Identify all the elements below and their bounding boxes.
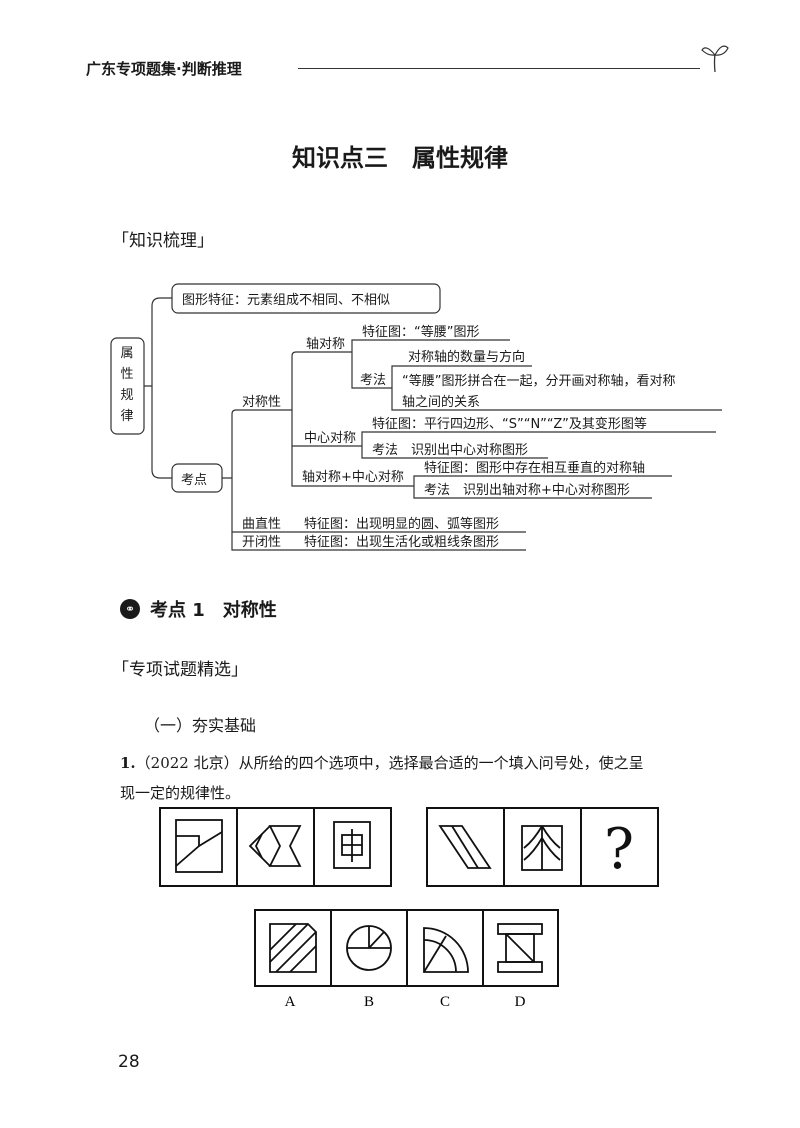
curve-feature: 特征图：出现明显的圆、弧等图形 <box>304 516 499 532</box>
option-b-label[interactable]: B <box>364 994 374 1010</box>
option-d-figure <box>497 923 543 973</box>
topic-heading: ⚭ 考点 1 对称性 <box>120 596 277 622</box>
running-header: 广东专项题集·判断推理 <box>86 60 242 78</box>
open-label: 开闭性 <box>242 535 281 550</box>
option-a-figure <box>269 923 317 973</box>
center-label: 中心对称 <box>304 431 356 446</box>
question-number: 1. <box>120 754 136 772</box>
bracket-open: 「 <box>112 231 129 251</box>
question-frame-2 <box>426 807 659 887</box>
axis-method: 考法 <box>360 373 386 388</box>
axis-method-item2-line1: “等腰”图形拼合在一起，分开画对称轴，看对称 <box>402 373 675 389</box>
open-feature: 特征图：出现生活化或粗线条图形 <box>304 534 499 550</box>
link-icon: ⚭ <box>120 599 140 619</box>
question-line1: （2022 北京）从所给的四个选项中，选择最合适的一个填入问号处，使之呈 <box>135 754 644 772</box>
page-title: 知识点三 属性规律 <box>292 144 508 172</box>
option-a-label[interactable]: A <box>285 994 296 1010</box>
option-b-figure <box>346 925 392 971</box>
axis-label: 轴对称 <box>306 337 345 352</box>
question-text: 1.（2022 北京）从所给的四个选项中，选择最合适的一个填入问号处，使之呈 现… <box>120 748 720 808</box>
bracket-close: 」 <box>197 231 214 251</box>
root-char-2: 性 <box>120 367 133 382</box>
curve-label: 曲直性 <box>242 517 281 532</box>
section-label: 知识梳理 <box>129 231 197 251</box>
figure-4 <box>438 825 492 869</box>
figure-1 <box>175 819 223 873</box>
root-char-4: 律 <box>120 409 133 424</box>
axis-feature: 特征图：“等腰”图形 <box>362 324 479 340</box>
figure-5 <box>521 825 563 871</box>
both-label: 轴对称+中心对称 <box>302 470 404 485</box>
section-heading-practice: 「专项试题精选」 <box>112 655 248 680</box>
axis-method-item1: 对称轴的数量与方向 <box>408 349 525 365</box>
question-frame-1 <box>159 807 392 887</box>
question-line2: 现一定的规律性。 <box>120 784 241 802</box>
root-char-1: 属 <box>120 346 133 361</box>
topic-label: 考点 1 对称性 <box>150 600 277 621</box>
sprout-icon <box>701 45 729 73</box>
question-mark: ? <box>604 817 634 882</box>
axis-method-item2-line2: 轴之间的关系 <box>402 394 480 410</box>
center-method: 考法 识别出中心对称图形 <box>372 443 528 458</box>
header-rule <box>298 68 700 69</box>
center-feature: 特征图：平行四边形、“S”“N”“Z”及其变形图等 <box>372 416 647 432</box>
section-heading-knowledge: 「知识梳理」 <box>112 226 214 251</box>
symmetry-label: 对称性 <box>242 395 281 410</box>
branch-box-features <box>171 283 441 314</box>
bracket-open: 「 <box>112 660 129 680</box>
section-label: 专项试题精选 <box>129 660 231 680</box>
option-c-figure <box>423 927 469 973</box>
figure-3 <box>333 821 371 869</box>
bracket-close: 」 <box>231 660 248 680</box>
option-c-label[interactable]: C <box>440 994 450 1010</box>
both-feature: 特征图：图形中存在相互垂直的对称轴 <box>424 460 645 476</box>
subsection-heading: （一）夯实基础 <box>144 716 257 735</box>
option-d-label[interactable]: D <box>515 994 526 1010</box>
figure-2 <box>248 825 302 867</box>
page-number: 28 <box>118 1052 140 1072</box>
branch-kaodian-text: 考点 <box>181 473 207 488</box>
both-method: 考法 识别出轴对称+中心对称图形 <box>424 483 630 498</box>
root-char-3: 规 <box>120 388 133 403</box>
branch-features-text: 图形特征：元素组成不相同、不相似 <box>182 293 390 308</box>
